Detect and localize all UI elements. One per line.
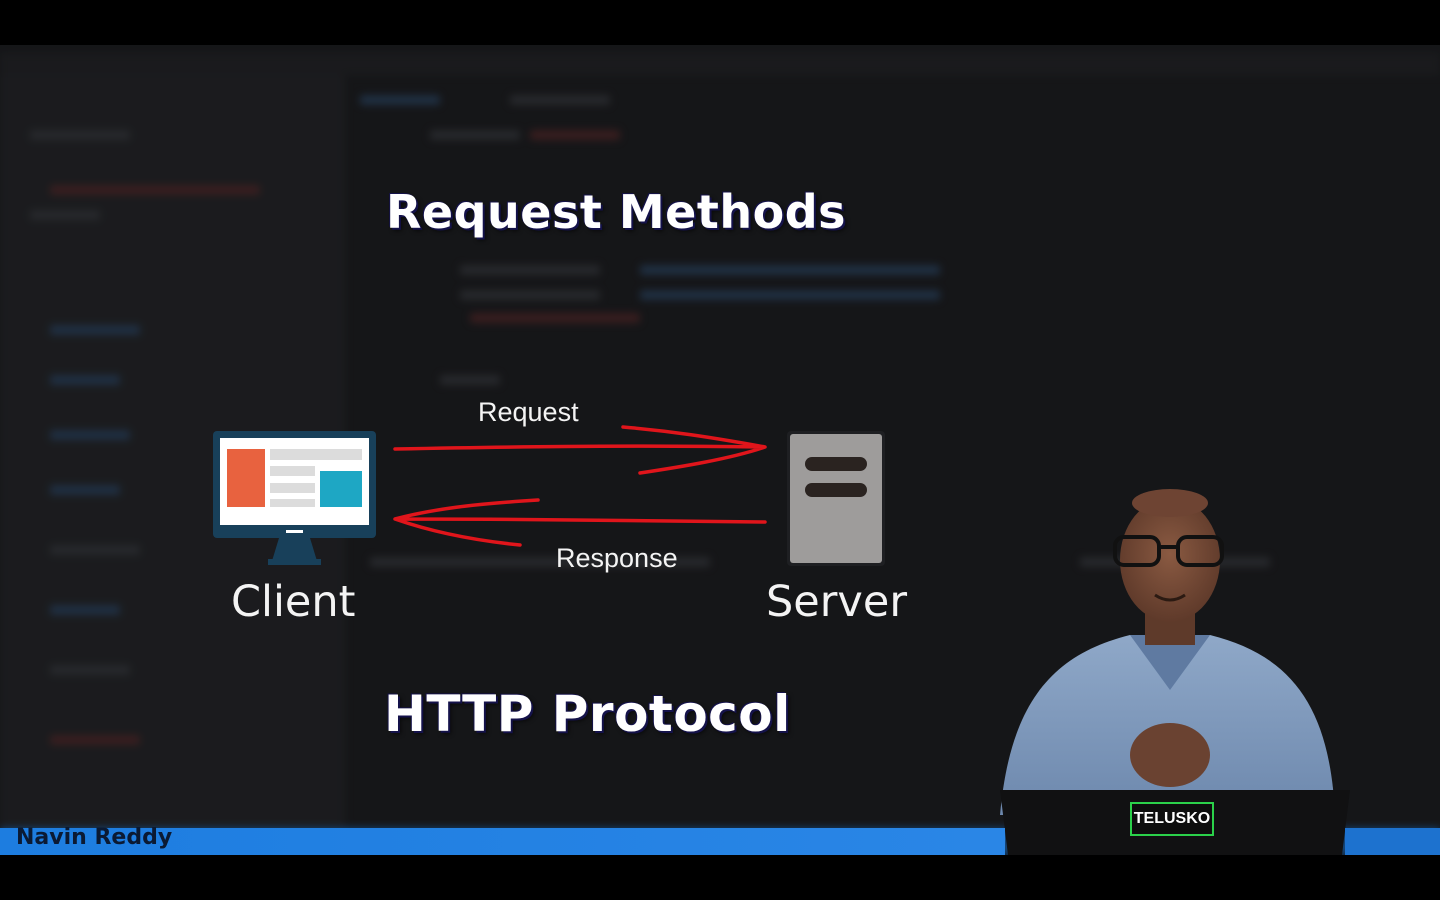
ide-code-line	[440, 375, 500, 385]
presenter-video	[1000, 489, 1335, 815]
ide-panel-line	[370, 557, 710, 567]
client-label: Client	[231, 577, 356, 627]
ide-tab	[360, 95, 440, 105]
ide-code-line	[460, 265, 600, 275]
ide-tree-item	[50, 665, 130, 675]
ide-code-line	[640, 265, 940, 275]
request-label: Request	[478, 397, 579, 427]
ide-tree-item	[50, 185, 260, 195]
ide-tree-item	[50, 430, 130, 440]
video-frame[interactable]: Request Methods Request Response Client …	[0, 45, 1440, 855]
ide-code-line	[460, 290, 600, 300]
response-arrow	[393, 498, 767, 547]
ide-code-line	[470, 313, 640, 323]
ide-code-line	[640, 290, 940, 300]
ide-tree-item	[50, 325, 140, 335]
telusko-logo: TELUSKO	[1130, 802, 1214, 836]
server-icon	[787, 431, 885, 566]
status-bar-right	[1345, 828, 1440, 855]
request-response-arrows	[393, 425, 767, 547]
ide-code-line	[430, 130, 520, 140]
slide-title: Request Methods	[386, 185, 846, 239]
ide-code-line	[530, 130, 620, 140]
ide-tree-item	[50, 545, 140, 555]
ide-menu-bar	[0, 53, 1440, 75]
response-label: Response	[556, 543, 678, 573]
ide-tree-item	[50, 485, 120, 495]
letterbox-bottom	[0, 855, 1440, 900]
ide-tree-item	[50, 375, 120, 385]
ide-tab	[510, 95, 610, 105]
request-arrow	[393, 425, 767, 475]
slide-subtitle: HTTP Protocol	[384, 685, 791, 743]
ide-tree-item	[50, 605, 120, 615]
server-label: Server	[766, 577, 908, 627]
ide-tree-item	[30, 130, 130, 140]
letterbox-top	[0, 0, 1440, 45]
lower-third-bar	[0, 828, 1005, 855]
client-monitor-icon	[213, 431, 376, 565]
presenter-name: Navin Reddy	[16, 825, 173, 850]
ide-tree-item	[30, 210, 100, 220]
ide-tree-item	[50, 735, 140, 745]
